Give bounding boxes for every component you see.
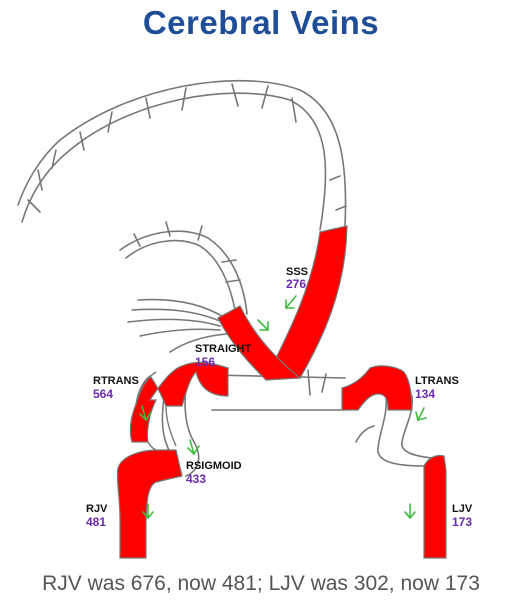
rjv-value: 481: [86, 515, 106, 529]
label-rsigmoid: RSIGMOID 433: [186, 460, 242, 486]
vessel-outlines: [18, 81, 432, 482]
arrow-icon: [258, 320, 268, 330]
rtrans-value: 564: [93, 387, 113, 401]
ljv-value: 173: [452, 515, 472, 529]
rsigmoid-value: 433: [186, 472, 206, 486]
label-rtrans: RTRANS 564: [93, 375, 139, 401]
rtrans-vessel: [130, 362, 228, 442]
ltrans-vessel: [342, 366, 412, 410]
rjv-name: RJV: [86, 503, 108, 515]
caption: RJV was 676, now 481; LJV was 302, now 1…: [0, 572, 522, 596]
straight-name: STRAIGHT: [195, 343, 252, 355]
rjv-vessel: [117, 450, 182, 558]
label-ltrans: LTRANS 134: [415, 375, 459, 401]
sss-value: 276: [286, 277, 306, 291]
rsigmoid-name: RSIGMOID: [186, 460, 242, 472]
arrow-icon: [416, 408, 426, 420]
ltrans-value: 134: [415, 387, 435, 401]
red-vessels: [117, 226, 446, 558]
label-ljv: LJV 173: [452, 503, 473, 529]
ljv-name: LJV: [452, 503, 473, 515]
straight-value: 156: [195, 355, 215, 369]
label-rjv: RJV 481: [86, 503, 108, 529]
ljv-vessel: [424, 455, 446, 558]
ltrans-name: LTRANS: [415, 375, 459, 387]
sss-vessel: [266, 226, 347, 378]
label-straight: STRAIGHT 156: [195, 343, 252, 369]
arrow-icon: [405, 504, 415, 518]
arrow-icon: [286, 296, 296, 308]
label-sss: SSS 276: [286, 266, 308, 291]
rtrans-name: RTRANS: [93, 375, 139, 387]
